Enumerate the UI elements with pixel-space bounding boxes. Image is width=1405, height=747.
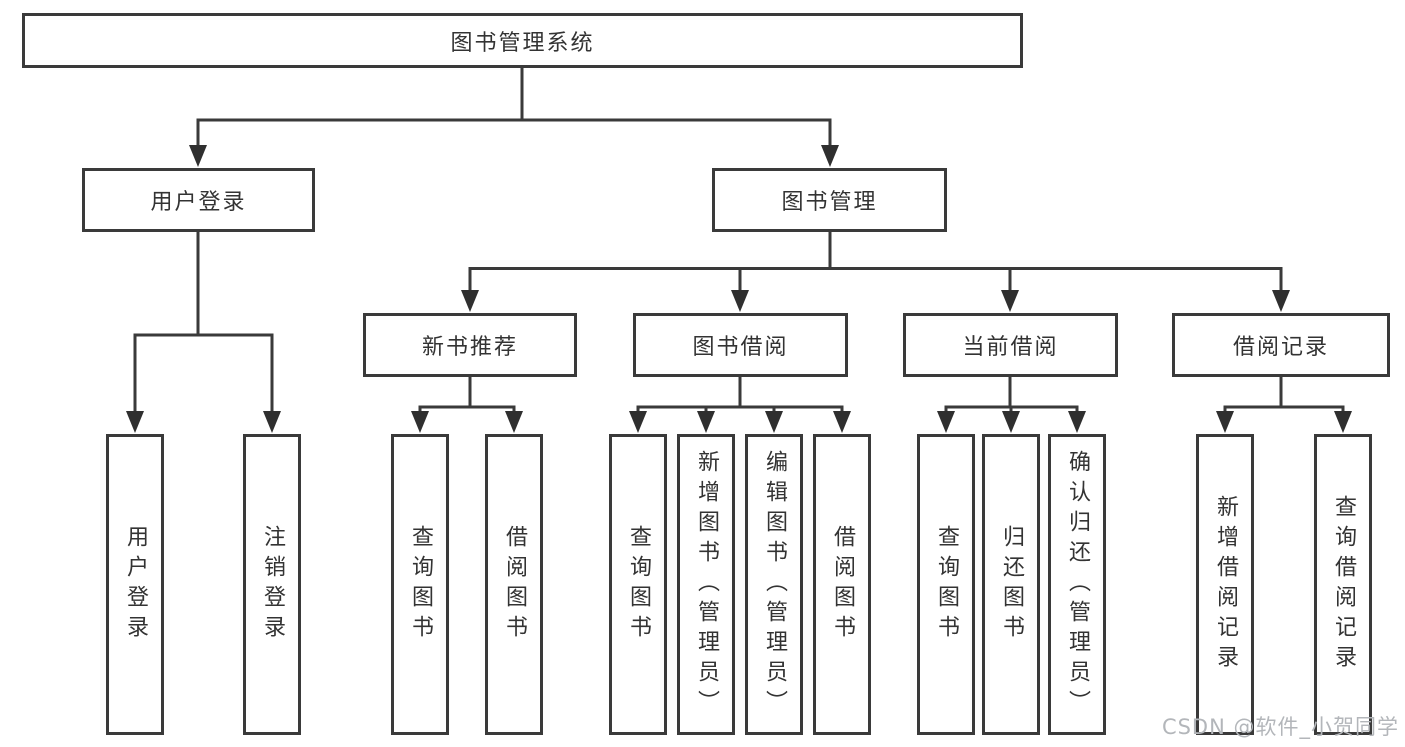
leaf-query-borrow-record-label: 查询借阅记录 [1331, 494, 1356, 675]
leaf-borrow-books-1: 借阅图书 [485, 434, 543, 735]
node-user-login-label: 用户登录 [150, 190, 247, 215]
node-book-management: 图书管理 [712, 168, 947, 232]
node-current-borrow: 当前借阅 [903, 313, 1118, 377]
node-user-login: 用户登录 [82, 168, 315, 232]
leaf-return-book: 归还图书 [982, 434, 1040, 735]
leaf-confirm-return-admin-label: 确认归还（管理员） [1065, 449, 1090, 720]
leaf-query-books-1-label: 查询图书 [408, 524, 433, 645]
leaf-confirm-return-admin: 确认归还（管理员） [1048, 434, 1106, 735]
leaf-query-books-2: 查询图书 [609, 434, 667, 735]
leaf-logout-label: 注销登录 [260, 524, 285, 645]
leaf-user-login-label: 用户登录 [123, 524, 148, 645]
node-library-system-label: 图书管理系统 [450, 30, 595, 56]
arrowheads [126, 145, 1352, 433]
node-book-borrow: 图书借阅 [633, 313, 848, 377]
node-book-management-label: 图书管理 [781, 190, 878, 215]
leaf-add-borrow-record-label: 新增借阅记录 [1213, 494, 1238, 675]
node-book-borrow-label: 图书借阅 [692, 335, 789, 360]
node-borrow-record-label: 借阅记录 [1232, 335, 1329, 360]
node-borrow-record: 借阅记录 [1172, 313, 1390, 377]
leaf-add-book-admin-label: 新增图书（管理员） [694, 449, 719, 720]
leaf-query-borrow-record: 查询借阅记录 [1314, 434, 1372, 735]
leaf-add-book-admin: 新增图书（管理员） [677, 434, 735, 735]
leaf-edit-book-admin: 编辑图书（管理员） [745, 434, 803, 735]
leaf-return-book-label: 归还图书 [999, 524, 1024, 645]
leaf-add-borrow-record: 新增借阅记录 [1196, 434, 1254, 735]
node-current-borrow-label: 当前借阅 [962, 335, 1059, 360]
leaf-borrow-books-2-label: 借阅图书 [830, 524, 855, 645]
leaf-edit-book-admin-label: 编辑图书（管理员） [762, 449, 787, 720]
csdn-watermark: CSDN @软件_小贺同学 [1161, 715, 1399, 739]
leaf-query-books-1: 查询图书 [391, 434, 449, 735]
leaf-user-login: 用户登录 [106, 434, 164, 735]
leaf-query-books-2-label: 查询图书 [626, 524, 651, 645]
node-new-book-recommend-label: 新书推荐 [421, 335, 518, 360]
leaf-query-books-3: 查询图书 [917, 434, 975, 735]
leaf-query-books-3-label: 查询图书 [934, 524, 959, 645]
leaf-logout: 注销登录 [243, 434, 301, 735]
leaf-borrow-books-1-label: 借阅图书 [502, 524, 527, 645]
node-library-system: 图书管理系统 [22, 13, 1023, 68]
node-new-book-recommend: 新书推荐 [363, 313, 577, 377]
leaf-borrow-books-2: 借阅图书 [813, 434, 871, 735]
